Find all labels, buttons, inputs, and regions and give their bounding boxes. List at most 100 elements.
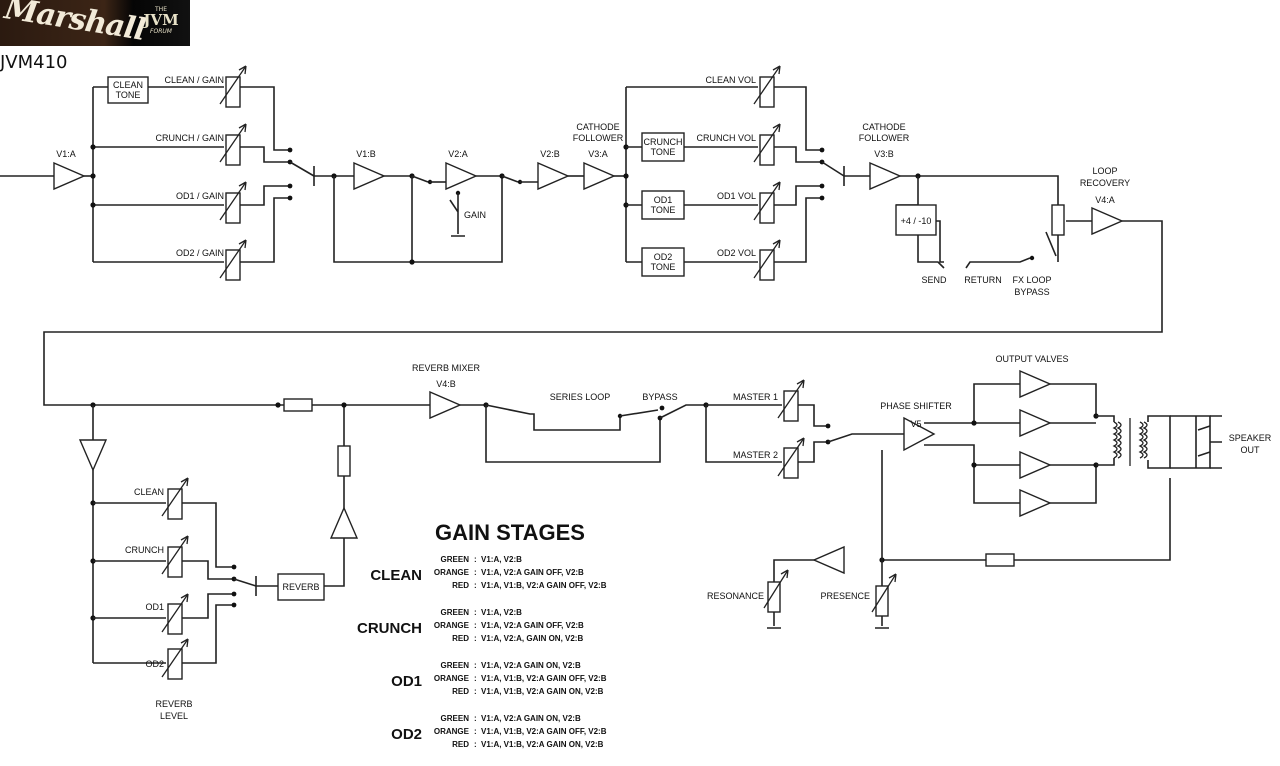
reverb-send-triangle — [78, 439, 108, 472]
gain-row-stages: V1:A, V1:B, V2:A GAIN ON, V2:B — [481, 740, 604, 749]
send-label: SEND — [921, 275, 947, 285]
gain-mode-crunch: CRUNCH — [357, 620, 422, 637]
v1b-label: V1:B — [356, 149, 376, 159]
reverb-crunch-label: CRUNCH — [125, 545, 164, 555]
crunch-vol-label: CRUNCH VOL — [696, 133, 756, 143]
v2a-triangle — [445, 161, 478, 191]
master-pots — [777, 379, 805, 479]
reverb-od1-label: OD1 — [145, 602, 164, 612]
reverb-label: REVERB — [282, 582, 319, 592]
gain-row-stages: V1:A, V2:A GAIN OFF, V2:B — [481, 621, 584, 630]
crunch-tone-box — [641, 132, 685, 162]
volume-pots — [753, 65, 781, 281]
mixer-resistor — [283, 398, 313, 412]
gain-row-separator: : — [474, 568, 477, 577]
gain-row-color: RED — [452, 634, 469, 643]
power-amp-wiring — [767, 383, 1222, 629]
phase-shifter-label: PHASE SHIFTER — [880, 401, 952, 411]
gain-mode-clean: CLEAN — [370, 567, 422, 584]
gain-row-stages: V1:A, V1:B, V2:A GAIN ON, V2:B — [481, 687, 604, 696]
preamp-valves — [53, 161, 616, 191]
gain-row-stages: V1:A, V2:A GAIN ON, V2:B — [481, 714, 581, 723]
gain-row-separator: : — [474, 621, 477, 630]
gain-stages-title: GAIN STAGES — [435, 520, 585, 545]
v4a-label: V4:A — [1095, 195, 1115, 205]
return-label: RETURN — [964, 275, 1002, 285]
marshall-logo: Marshall THE JVM FORUM — [0, 0, 190, 46]
level-switch-box — [895, 204, 937, 236]
reverb-level-pots — [161, 477, 189, 680]
presence-label: PRESENCE — [820, 591, 870, 601]
od2-tone-box — [641, 247, 685, 277]
gain-row-separator: : — [474, 727, 477, 736]
v1b-triangle — [353, 161, 386, 191]
gain-row-color: GREEN — [441, 661, 470, 670]
gain-row-separator: : — [474, 674, 477, 683]
v3b-triangle — [869, 161, 902, 191]
v1a-triangle — [53, 161, 86, 191]
gain-row-color: RED — [452, 687, 469, 696]
gain-mode-od2: OD2 — [391, 726, 422, 743]
v3a-label: V3:A — [588, 149, 608, 159]
v2a-label: V2:A — [448, 149, 468, 159]
clean-gain-label: CLEAN / GAIN — [164, 75, 224, 85]
od1-gain-label: OD1 / GAIN — [176, 191, 224, 201]
od1-tone-box — [641, 190, 685, 220]
gain-row-color: GREEN — [441, 608, 470, 617]
master2-label: MASTER 2 — [733, 450, 778, 460]
clean-vol-label: CLEAN VOL — [705, 75, 756, 85]
reverb-clean-label: CLEAN — [134, 487, 164, 497]
gain-row-color: GREEN — [441, 714, 470, 723]
feedback-triangle — [812, 545, 845, 575]
reverb-return-triangle — [329, 506, 359, 539]
gain-row-separator: : — [474, 581, 477, 590]
level-switch-label: +4 / -10 — [901, 216, 932, 226]
v2b-label: V2:B — [540, 149, 560, 159]
output-valves — [1019, 369, 1052, 518]
gain-row-color: ORANGE — [434, 568, 470, 577]
gain-row-separator: : — [474, 714, 477, 723]
od2-gain-label: OD2 / GAIN — [176, 248, 224, 258]
gain-stages-table: GAIN STAGES CLEAN GREEN: V1:A, V2:B ORANGE:… — [357, 520, 607, 749]
reverb-wiring — [90, 402, 347, 664]
v4b-label: V4:B — [436, 379, 456, 389]
gain-row-stages: V1:A, V2:B — [481, 608, 522, 617]
v4a-triangle — [1091, 206, 1124, 236]
v1a-label: V1:A — [56, 149, 76, 159]
presence-resonance-pots — [763, 569, 897, 617]
tone-volume-wiring — [43, 86, 1163, 406]
gain-row-separator: : — [474, 687, 477, 696]
gain-row-separator: : — [474, 661, 477, 670]
loop-master-wiring — [460, 402, 904, 463]
loop-recovery-pot — [1051, 204, 1065, 236]
gain-row-color: RED — [452, 740, 469, 749]
gain-row-stages: V1:A, V2:A GAIN ON, V2:B — [481, 661, 581, 670]
gain-row-color: ORANGE — [434, 727, 470, 736]
resonance-label: RESONANCE — [707, 591, 764, 601]
model-name: JVM410 — [0, 52, 68, 73]
gain-row-color: RED — [452, 581, 469, 590]
bypass-label: BYPASS — [642, 392, 677, 402]
gain-row-color: ORANGE — [434, 674, 470, 683]
od2-vol-label: OD2 VOL — [717, 248, 756, 258]
od1-vol-label: OD1 VOL — [717, 191, 756, 201]
gain-row-separator: : — [474, 740, 477, 749]
input-wiring — [0, 86, 626, 265]
v5-triangle — [903, 416, 936, 452]
gain-row-stages: V1:A, V2:A GAIN OFF, V2:B — [481, 568, 584, 577]
reverb-mixer-label: REVERB MIXER — [412, 363, 481, 373]
gain-row-stages: V1:A, V1:B, V2:A GAIN OFF, V2:B — [481, 727, 607, 736]
master1-label: MASTER 1 — [733, 392, 778, 402]
gain-mode-od1: OD1 — [391, 673, 422, 690]
crunch-gain-label: CRUNCH / GAIN — [155, 133, 224, 143]
feedback-resistor — [985, 553, 1015, 567]
